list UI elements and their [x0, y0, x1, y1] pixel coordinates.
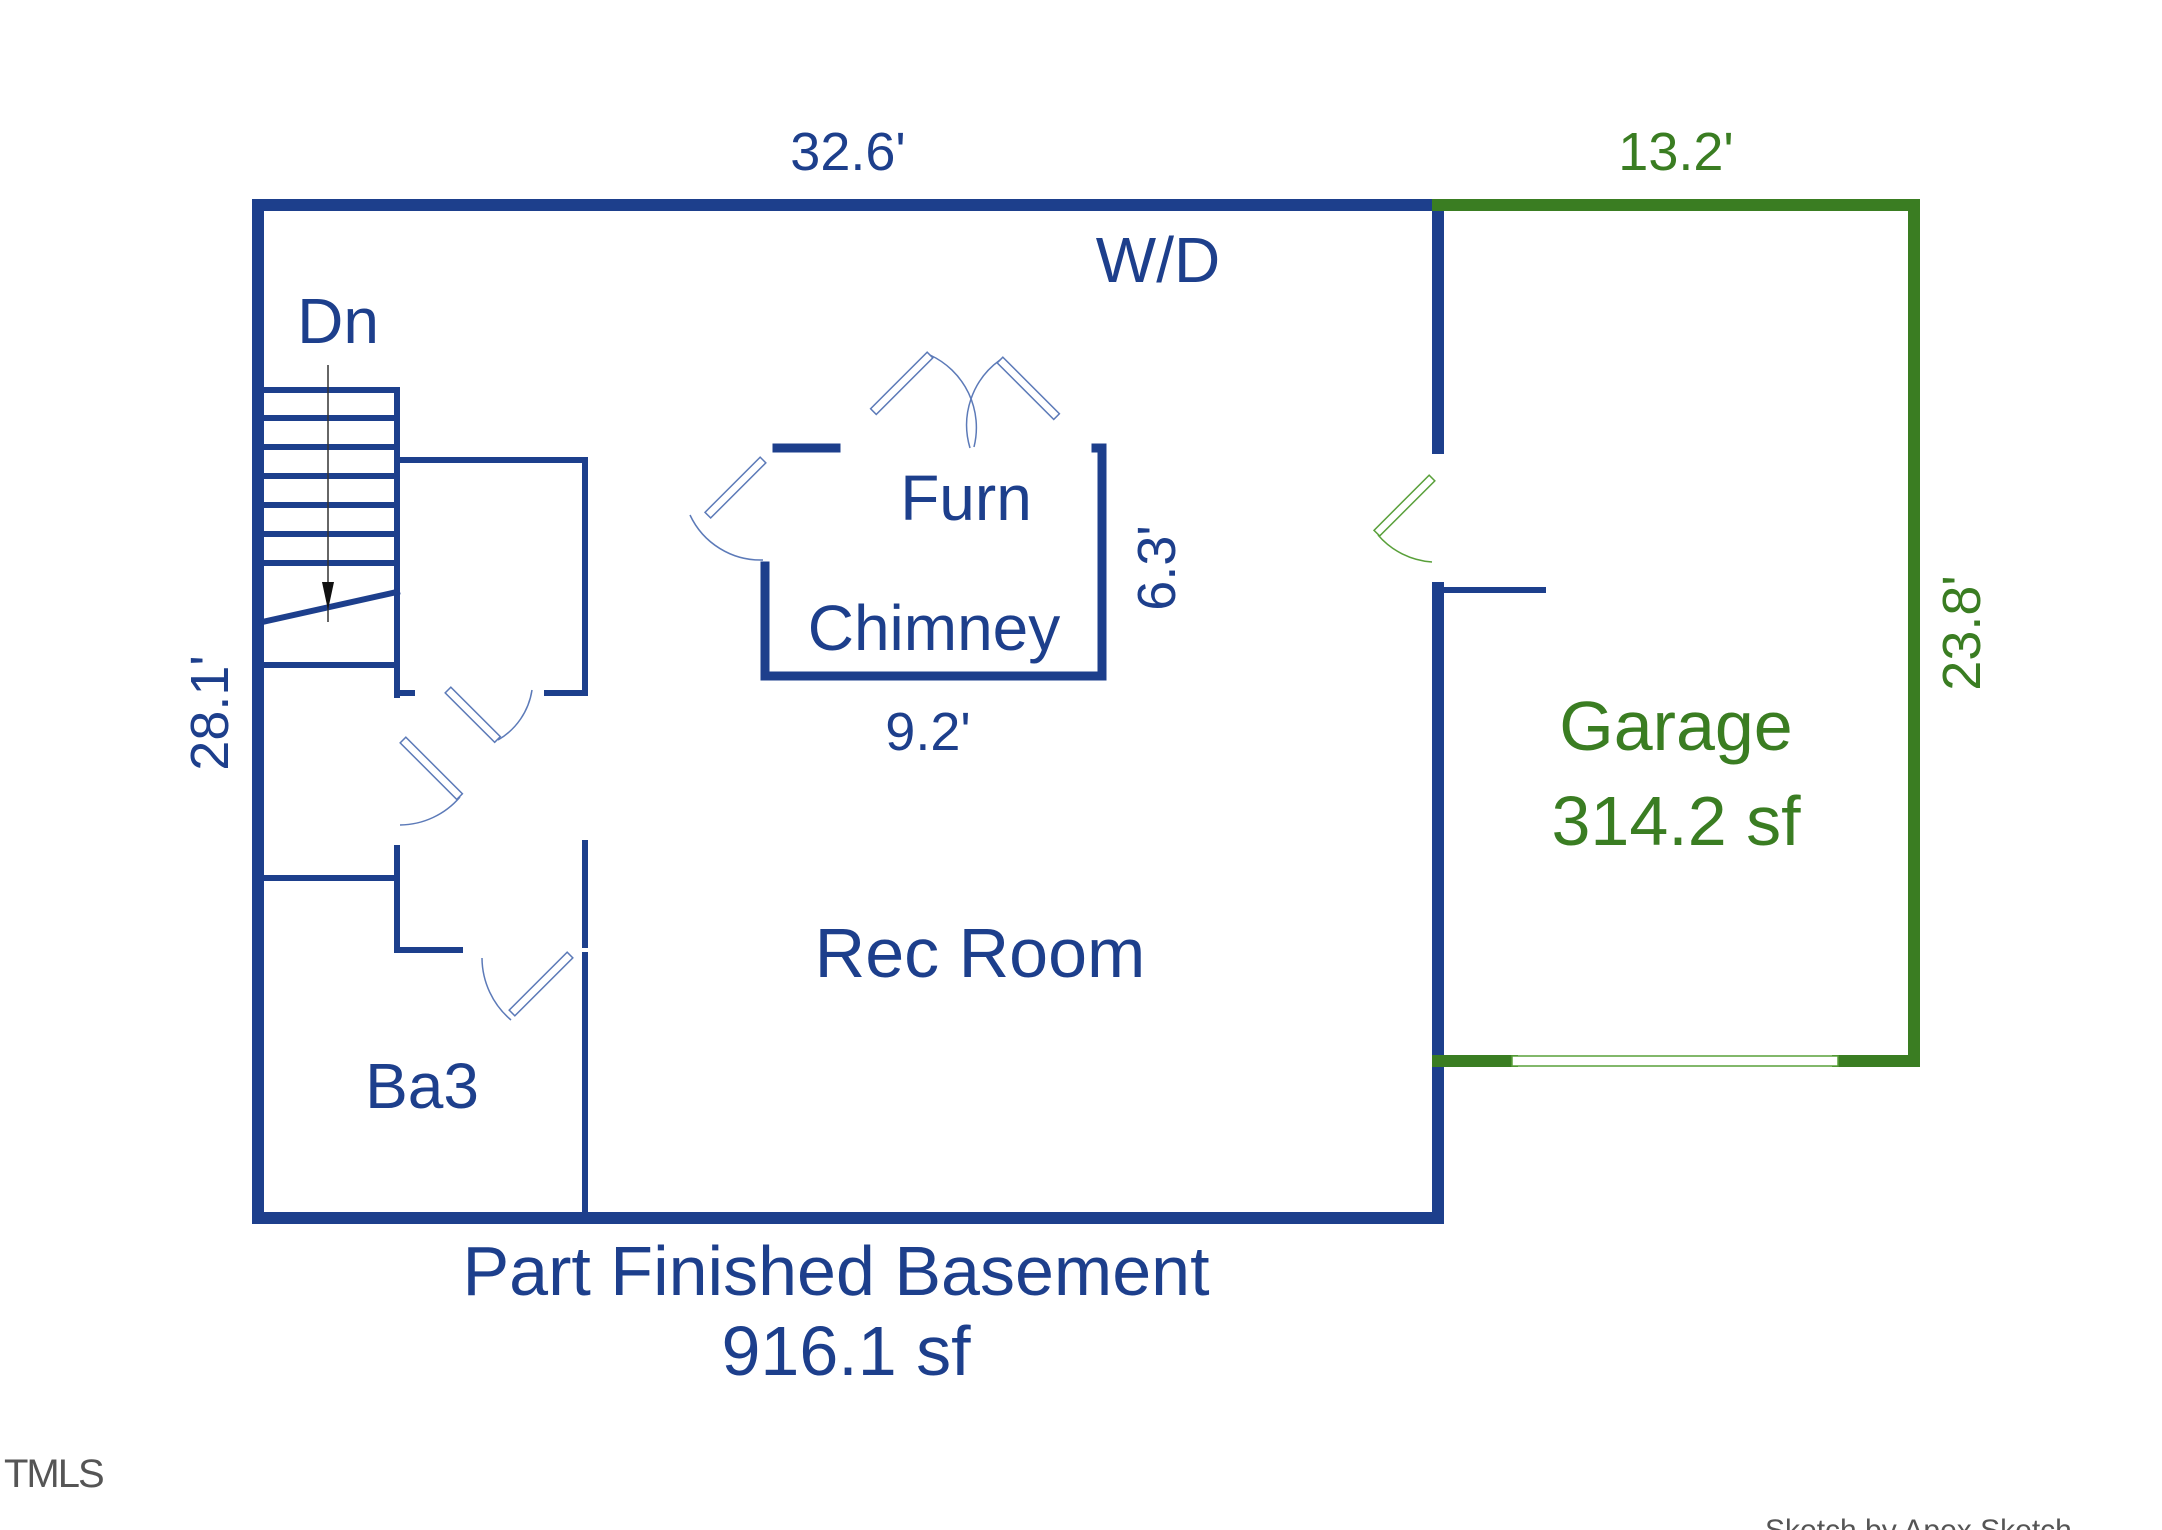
garage-door	[1511, 1055, 1839, 1067]
floor-name: Part Finished Basement	[462, 1232, 1209, 1310]
bath-door	[481, 951, 574, 1021]
chimney-label: Chimney	[808, 592, 1061, 664]
dimension-garage-top: 13.2'	[1618, 122, 1733, 182]
furnace-side-door	[689, 456, 767, 561]
stairs-down-label: Dn	[297, 285, 379, 357]
furnace-door-left	[869, 351, 978, 448]
floor-area: 916.1 sf	[721, 1312, 971, 1390]
footer-credit: Sketch by Apex Sketch	[1765, 1514, 2072, 1530]
dimension-garage-right: 23.8'	[1932, 575, 1992, 690]
garage-walls	[1432, 199, 1920, 1067]
bath-label: Ba3	[365, 1050, 479, 1122]
garage-entry-door	[1372, 474, 1436, 563]
furnace-door-right	[965, 356, 1061, 449]
washer-dryer-label: W/D	[1096, 224, 1220, 296]
watermark: TMLS	[4, 1452, 103, 1496]
interior-walls	[259, 387, 1546, 1221]
rec-room-label: Rec Room	[815, 914, 1146, 992]
closet-door-1	[444, 686, 533, 744]
dimension-top: 32.6'	[790, 122, 905, 182]
dimension-chimney-width: 9.2'	[885, 702, 970, 762]
basement-outer-walls	[252, 199, 1444, 1224]
furnace-label: Furn	[900, 462, 1032, 534]
garage-label: Garage	[1559, 687, 1792, 765]
garage-area: 314.2 sf	[1551, 782, 1801, 860]
staircase	[258, 365, 401, 626]
closet-door-2	[399, 736, 464, 826]
dimension-left: 28.1'	[180, 655, 240, 770]
doors	[399, 351, 1436, 1021]
stair-direction-arrow	[322, 582, 334, 610]
dimension-chimney-depth: 6.3'	[1127, 525, 1187, 610]
